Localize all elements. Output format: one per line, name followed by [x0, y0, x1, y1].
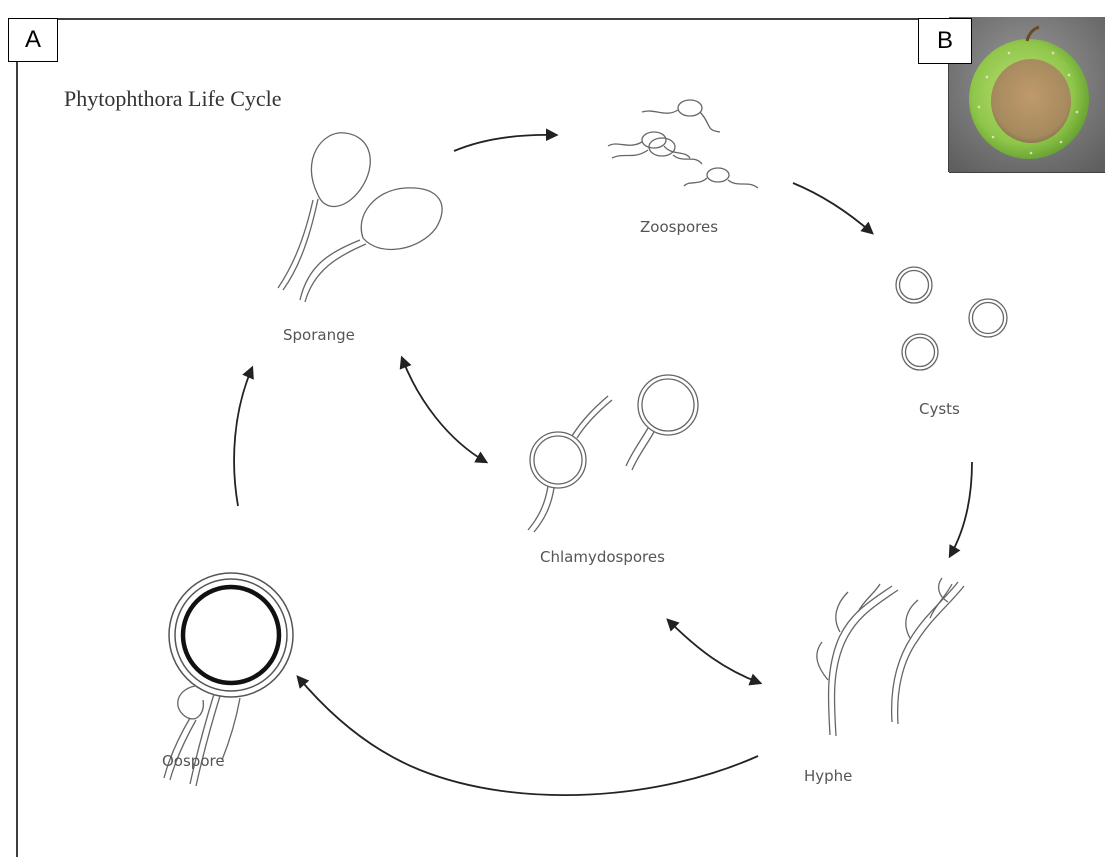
arrow-oospore-to-sporange	[234, 368, 252, 506]
cycle-arrows	[234, 135, 972, 795]
diagram-title: Phytophthora Life Cycle	[64, 86, 282, 112]
panel-label-a: A	[8, 18, 58, 62]
label-chlamydospores: Chlamydospores	[540, 548, 665, 566]
chlamydospores-illustration	[528, 375, 698, 532]
apple-photo	[949, 17, 1105, 172]
arrow-zoospores-to-cysts	[793, 183, 872, 233]
label-cysts: Cysts	[919, 400, 960, 418]
arrow-cysts-to-hyphe	[950, 462, 972, 556]
panel-frame	[17, 19, 1105, 857]
hyphe-illustration	[817, 578, 964, 736]
label-oospore: Oospore	[162, 752, 225, 770]
sporange-illustration	[278, 133, 442, 302]
label-hyphe: Hyphe	[804, 767, 852, 785]
panel-label-b: B	[918, 18, 972, 64]
cysts-illustration	[896, 267, 1007, 370]
label-sporange: Sporange	[283, 326, 355, 344]
arrow-sporange-chlamydospores	[402, 358, 486, 462]
zoospores-illustration	[608, 100, 758, 188]
arrow-sporange-to-zoospores	[454, 135, 556, 151]
arrow-hyphe-to-oospore	[298, 677, 758, 795]
label-zoospores: Zoospores	[640, 218, 718, 236]
arrow-hyphe-chlamydospores	[668, 620, 760, 683]
